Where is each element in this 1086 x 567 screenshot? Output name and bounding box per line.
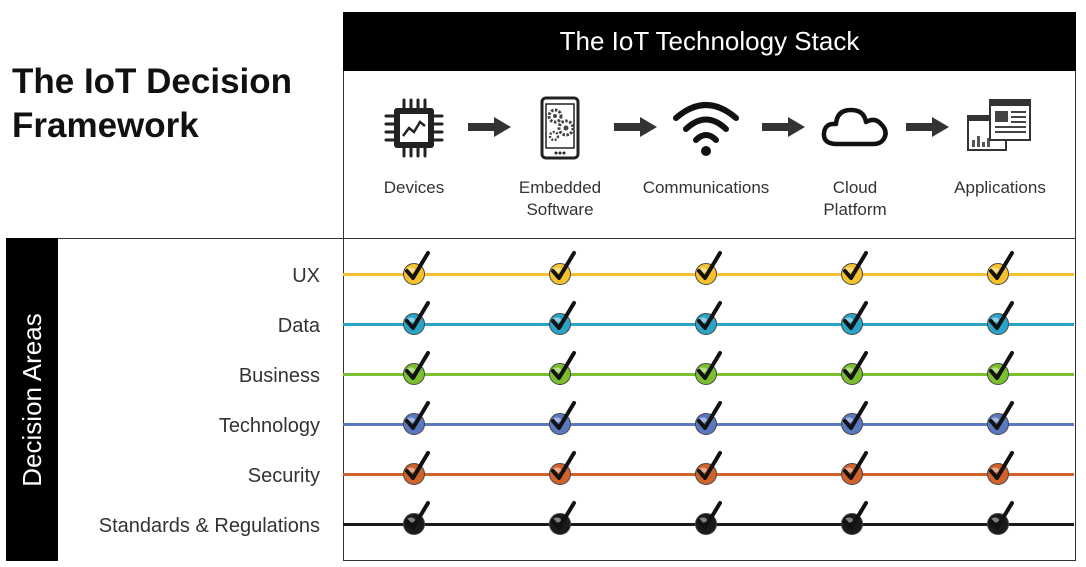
check-mark-icon [693, 400, 727, 435]
check-mark-icon [401, 400, 435, 435]
row-label-ux: UX [292, 265, 320, 287]
arrow-icon [906, 116, 950, 138]
check-mark-icon [985, 500, 1019, 535]
check-mark-icon [693, 500, 727, 535]
page-title-line-1: The IoT Decision [12, 62, 293, 101]
check-mark-icon [985, 300, 1019, 335]
decision-areas-bar [6, 238, 58, 561]
check-mark-icon [985, 250, 1019, 285]
stack-label-embedded-software: Embedded Software [518, 178, 602, 219]
wifi-icon [670, 96, 742, 160]
check-mark-icon [547, 500, 581, 535]
stack-label-applications: Applications [954, 178, 1046, 197]
check-mark-icon [985, 450, 1019, 485]
row-label-data: Data [277, 315, 320, 337]
check-mark-icon [693, 250, 727, 285]
check-mark-icon [547, 450, 581, 485]
row-label-standards-regulations: Standards & Regulations [98, 515, 320, 537]
arrow-icon [762, 116, 806, 138]
check-mark-icon [693, 350, 727, 385]
divider [6, 238, 1076, 239]
check-mark-icon [401, 300, 435, 335]
check-mark-icon [401, 500, 435, 535]
check-mark-icon [839, 500, 873, 535]
check-mark-icon [547, 400, 581, 435]
check-mark-icon [839, 450, 873, 485]
app-windows-icon [964, 96, 1036, 160]
check-mark-icon [839, 300, 873, 335]
check-mark-icon [839, 400, 873, 435]
chip-icon [378, 96, 450, 160]
check-mark-icon [839, 350, 873, 385]
check-mark-icon [401, 450, 435, 485]
arrow-icon [614, 116, 658, 138]
page-title: The IoT Decision Framework [12, 60, 292, 148]
stack-label-communications: Communications [642, 178, 770, 197]
check-mark-icon [547, 250, 581, 285]
tablet-gears-icon [524, 96, 596, 160]
check-mark-icon [693, 300, 727, 335]
check-mark-icon [839, 250, 873, 285]
decision-areas-label: Decision Areas [17, 313, 47, 487]
row-label-security: Security [247, 465, 320, 487]
stack-label-devices: Devices [383, 178, 445, 197]
check-mark-icon [693, 450, 727, 485]
stack-header: The IoT Technology Stack [343, 12, 1076, 71]
row-label-technology: Technology [218, 415, 320, 437]
check-mark-icon [985, 400, 1019, 435]
check-mark-icon [985, 350, 1019, 385]
check-mark-icon [401, 350, 435, 385]
stack-label-cloud-platform: Cloud Platform [823, 178, 887, 219]
arrow-icon [468, 116, 512, 138]
row-label-business: Business [238, 365, 320, 387]
page-title-line-2: Framework [12, 106, 199, 145]
check-mark-icon [401, 250, 435, 285]
check-mark-icon [547, 300, 581, 335]
cloud-icon [819, 96, 891, 160]
check-mark-icon [547, 350, 581, 385]
